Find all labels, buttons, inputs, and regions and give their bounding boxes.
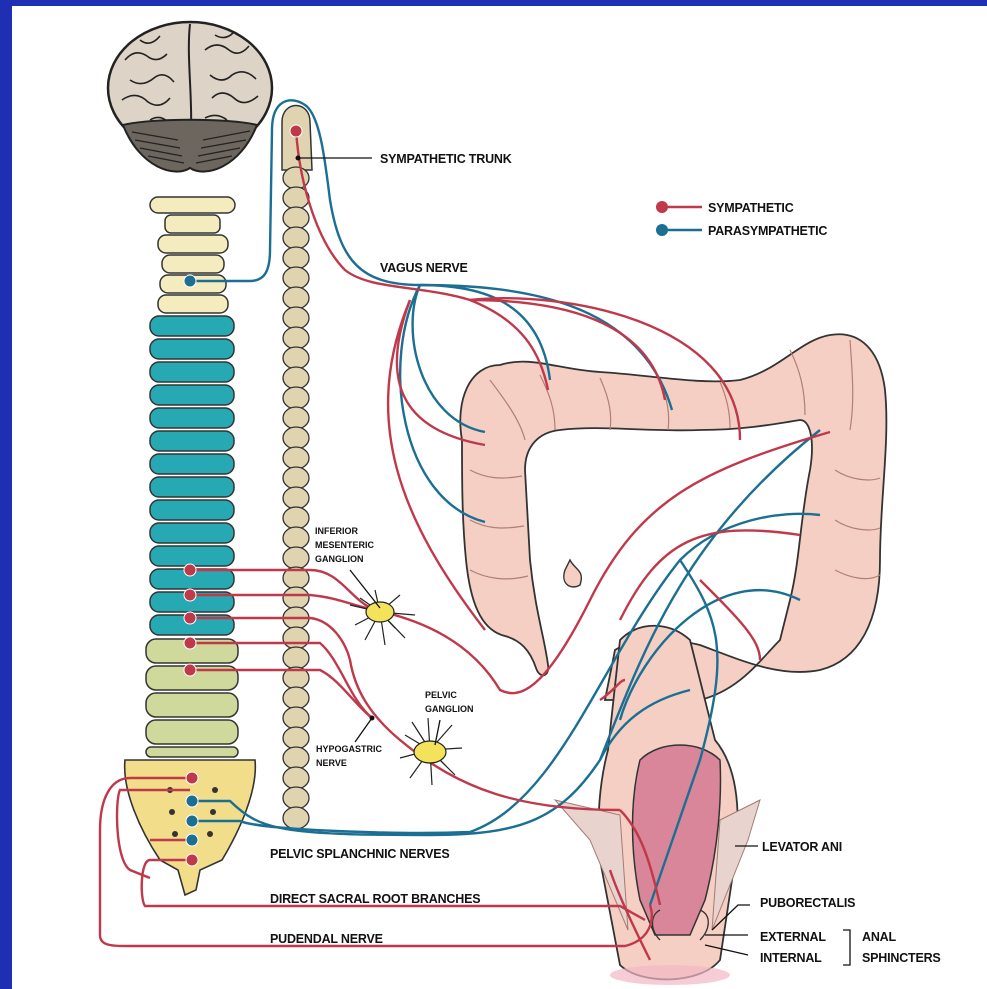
legend-sympathetic-label: SYMPATHETIC: [708, 201, 794, 215]
label-internal: INTERNAL: [760, 951, 822, 965]
legend-parasympathetic-label: PARASYMPATHETIC: [708, 224, 827, 238]
label-direct-sacral: DIRECT SACRAL ROOT BRANCHES: [270, 892, 480, 906]
label-levator-ani: LEVATOR ANI: [762, 840, 842, 854]
sympathetic-trunk-chain: [282, 106, 312, 830]
label-mesenteric: MESENTERIC: [315, 540, 375, 550]
brain: [108, 22, 272, 172]
label-puborectalis: PUBORECTALIS: [760, 896, 855, 910]
lumbar-vertebrae: [146, 639, 238, 757]
label-external: EXTERNAL: [760, 930, 826, 944]
label-ganglion: GANGLION: [315, 554, 364, 564]
cervical-vertebrae: [150, 197, 235, 313]
label-sphincters: SPHINCTERS: [862, 951, 941, 965]
legend: SYMPATHETIC PARASYMPATHETIC: [656, 201, 827, 238]
label-sympathetic-trunk: SYMPATHETIC TRUNK: [380, 152, 512, 166]
label-vagus-nerve: VAGUS NERVE: [380, 261, 468, 275]
label-pelvic: PELVIC: [425, 690, 457, 700]
label-anal: ANAL: [862, 930, 896, 944]
label-pelvic-ganglion: GANGLION: [425, 704, 474, 714]
thoracic-vertebrae: [150, 316, 234, 635]
label-pudendal: PUDENDAL NERVE: [270, 932, 383, 946]
label-inferior: INFERIOR: [315, 526, 359, 536]
label-hypogastric-nerve: NERVE: [316, 758, 347, 768]
label-hypogastric: HYPOGASTRIC: [316, 744, 383, 754]
label-pelvic-splanchnic: PELVIC SPLANCHNIC NERVES: [270, 847, 450, 861]
